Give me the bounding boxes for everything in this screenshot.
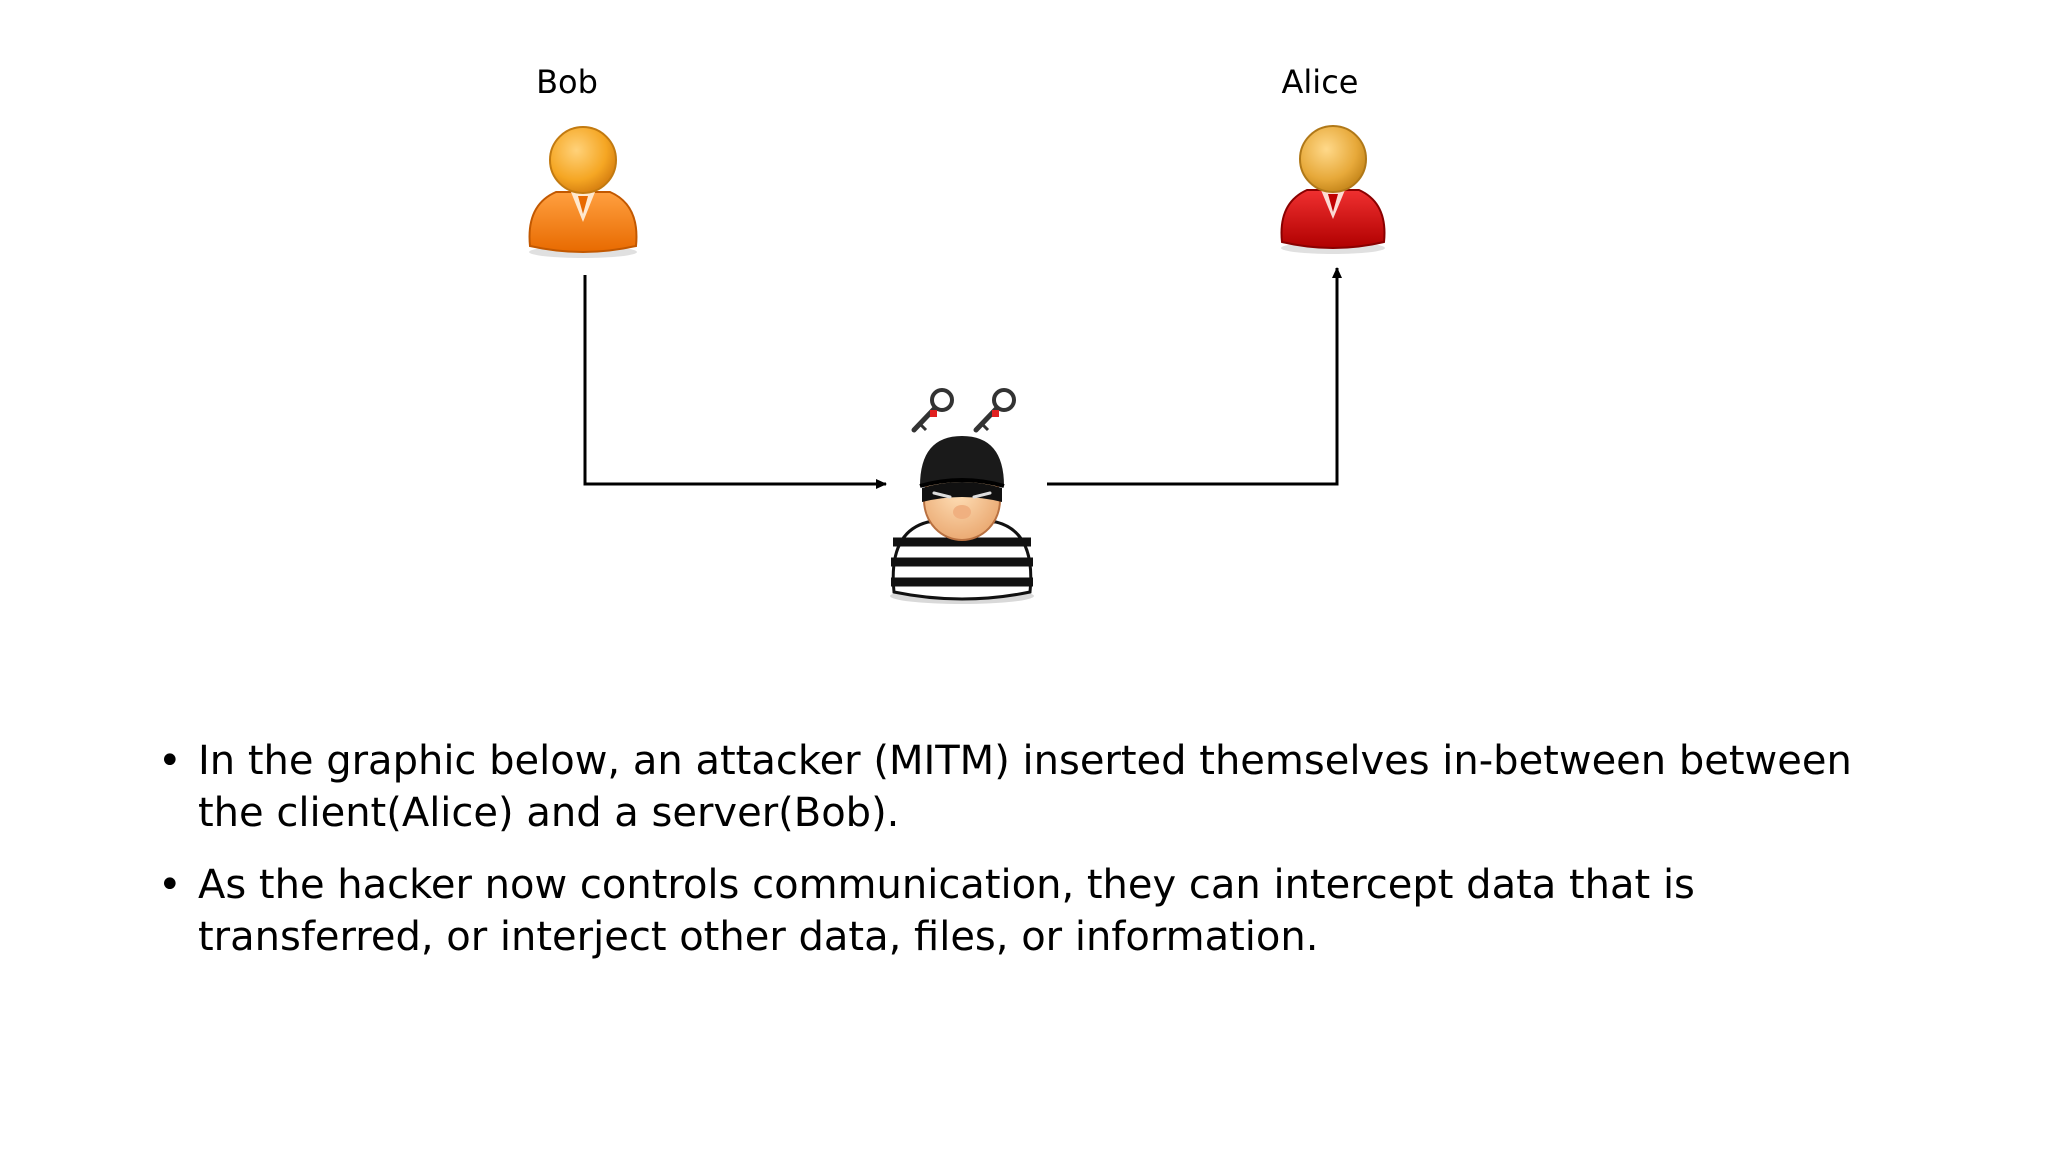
bullet-glyph: • bbox=[158, 862, 182, 908]
bullet-list: • In the graphic below, an attacker (MIT… bbox=[150, 735, 1930, 983]
bullet-glyph: • bbox=[158, 738, 182, 784]
alice-user-icon bbox=[1280, 125, 1386, 254]
key-icon bbox=[911, 388, 954, 433]
alice-label: Alice bbox=[1281, 63, 1359, 101]
bullet-item: • In the graphic below, an attacker (MIT… bbox=[150, 735, 1930, 839]
bullet-text: As the hacker now controls communication… bbox=[198, 862, 1695, 960]
arrow-bob-to-attacker bbox=[583, 275, 887, 489]
attacker-burglar-icon bbox=[890, 436, 1034, 604]
bullet-item: • As the hacker now controls communicati… bbox=[150, 859, 1930, 963]
key-icon bbox=[973, 388, 1016, 433]
bob-user-icon bbox=[528, 126, 638, 258]
bullet-text: In the graphic below, an attacker (MITM)… bbox=[198, 738, 1852, 836]
arrow-attacker-to-alice bbox=[1047, 267, 1342, 486]
bob-label: Bob bbox=[536, 63, 598, 101]
